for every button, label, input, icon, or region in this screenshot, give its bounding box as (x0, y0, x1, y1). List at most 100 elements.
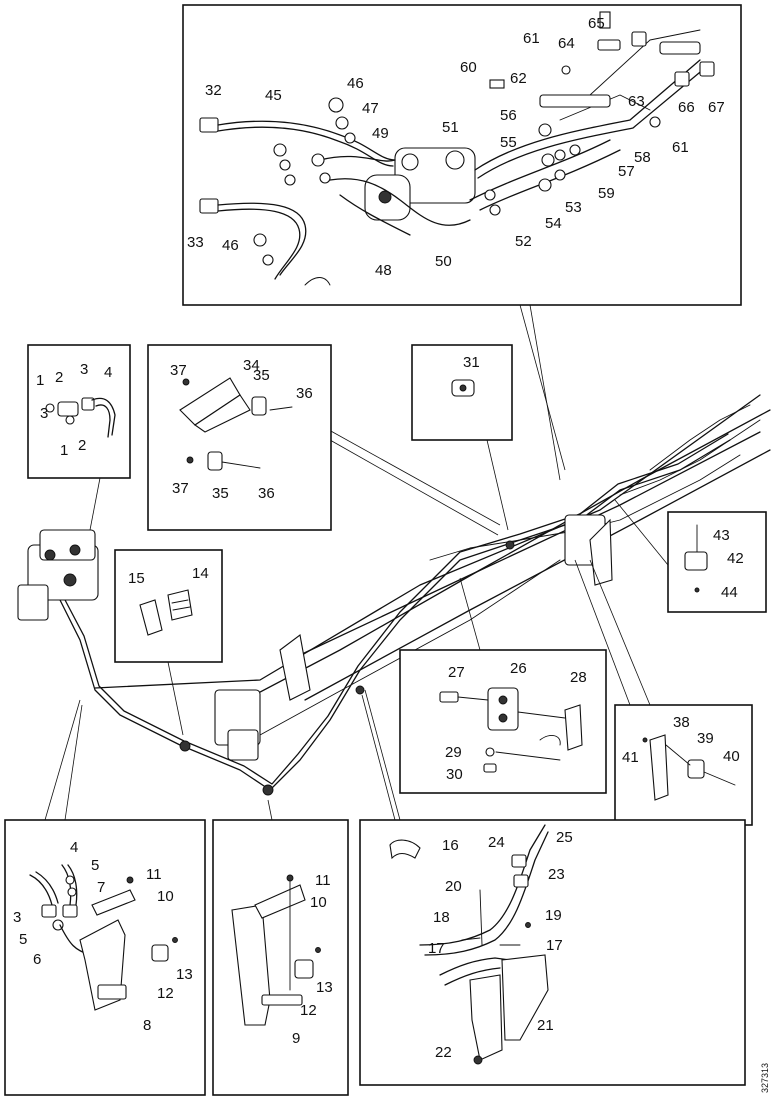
callout-label: 48 (375, 262, 392, 279)
callout-label: 27 (448, 664, 465, 681)
callout-label: 17 (546, 937, 563, 954)
callout-label: 47 (362, 100, 379, 117)
callout-label: 53 (565, 199, 582, 216)
box-1-4-parts (45, 397, 116, 438)
callout-label: 4 (104, 364, 112, 381)
callout-label: 18 (433, 909, 450, 926)
callout-label: 61 (523, 30, 540, 47)
callout-label: 32 (205, 82, 222, 99)
detail-box-9-13 (212, 819, 349, 1096)
callout-label: 6 (33, 951, 41, 968)
callout-label: 54 (545, 215, 562, 232)
callout-label: 67 (708, 99, 725, 116)
callout-label: 36 (296, 385, 313, 402)
callout-label: 46 (347, 75, 364, 92)
callout-label: 30 (446, 766, 463, 783)
callout-label: 5 (19, 931, 27, 948)
callout-label: 10 (157, 888, 174, 905)
box-16-25-parts (389, 824, 549, 1065)
callout-label: 65 (588, 15, 605, 32)
callout-labels: 65 64 61 60 62 63 66 67 32 45 46 47 49 5… (13, 15, 744, 1061)
callout-label: 63 (628, 93, 645, 110)
callout-label: 64 (558, 35, 575, 52)
callout-label: 51 (442, 119, 459, 136)
callout-label: 3 (80, 361, 88, 378)
callout-label: 26 (510, 660, 527, 677)
callout-label: 9 (292, 1030, 300, 1047)
callout-label: 25 (556, 829, 573, 846)
callout-label: 10 (310, 894, 327, 911)
callout-label: 3 (13, 909, 21, 926)
callout-label: 19 (545, 907, 562, 924)
callout-label: 43 (713, 527, 730, 544)
box-3-13-parts (29, 864, 178, 1011)
main-assembly (17, 394, 771, 796)
callout-label: 12 (157, 985, 174, 1002)
callout-label: 2 (78, 437, 86, 454)
callout-label: 37 (170, 362, 187, 379)
callout-label: 42 (727, 550, 744, 567)
callout-label: 5 (91, 857, 99, 874)
callout-label: 13 (176, 966, 193, 983)
callout-label: 60 (460, 59, 477, 76)
box-14-15-parts (139, 589, 193, 636)
callout-label: 38 (673, 714, 690, 731)
detail-box-14-15 (114, 549, 223, 663)
callout-label: 11 (315, 872, 331, 889)
callout-label: 12 (300, 1002, 317, 1019)
callout-label: 61 (672, 139, 689, 156)
callout-label: 49 (372, 125, 389, 142)
callout-label: 37 (172, 480, 189, 497)
callout-label: 28 (570, 669, 587, 686)
box-31-parts (451, 379, 475, 397)
callout-label: 57 (618, 163, 635, 180)
callout-label: 20 (445, 878, 462, 895)
callout-label: 13 (316, 979, 333, 996)
callout-label: 34 (243, 357, 260, 374)
reference-code: 327313 (760, 1063, 770, 1093)
callout-label: 45 (265, 87, 282, 104)
callout-label: 14 (192, 565, 209, 582)
callout-label: 4 (70, 839, 78, 856)
callout-label: 44 (721, 584, 738, 601)
detail-box-38-41 (614, 704, 753, 826)
callout-label: 31 (463, 354, 480, 371)
box-34-37-parts (179, 377, 293, 471)
callout-label: 2 (55, 369, 63, 386)
callout-label: 33 (187, 234, 204, 251)
callout-label: 58 (634, 149, 651, 166)
callout-label: 21 (537, 1017, 554, 1034)
callout-label: 17 (428, 940, 445, 957)
callout-label: 55 (500, 134, 517, 151)
callout-label: 22 (435, 1044, 452, 1061)
detail-box-34-37 (147, 344, 332, 531)
callout-label: 56 (500, 107, 517, 124)
callout-label: 1 (36, 372, 44, 389)
top-box-parts (199, 11, 715, 286)
callout-label: 52 (515, 233, 532, 250)
callout-label: 62 (510, 70, 527, 87)
detail-box-1-4 (27, 344, 131, 479)
callout-label: 29 (445, 744, 462, 761)
callout-label: 66 (678, 99, 695, 116)
callout-label: 36 (258, 485, 275, 502)
detail-box-16-25 (359, 819, 746, 1086)
callout-label: 24 (488, 834, 505, 851)
callout-label: 3 (40, 405, 48, 422)
callout-label: 39 (697, 730, 714, 747)
detail-box-42-44 (667, 511, 767, 613)
box-38-41-parts (642, 734, 736, 801)
callout-label: 35 (253, 367, 270, 384)
callout-label: 40 (723, 748, 740, 765)
callout-label: 8 (143, 1017, 151, 1034)
callout-label: 7 (97, 879, 105, 896)
callout-label: 1 (60, 442, 68, 459)
callout-label: 23 (548, 866, 565, 883)
box-9-13-parts (231, 874, 321, 1026)
leader-lines (44, 304, 669, 821)
callout-label: 15 (128, 570, 145, 587)
callout-label: 16 (442, 837, 459, 854)
callout-label: 35 (212, 485, 229, 502)
callout-label: 41 (622, 749, 639, 766)
